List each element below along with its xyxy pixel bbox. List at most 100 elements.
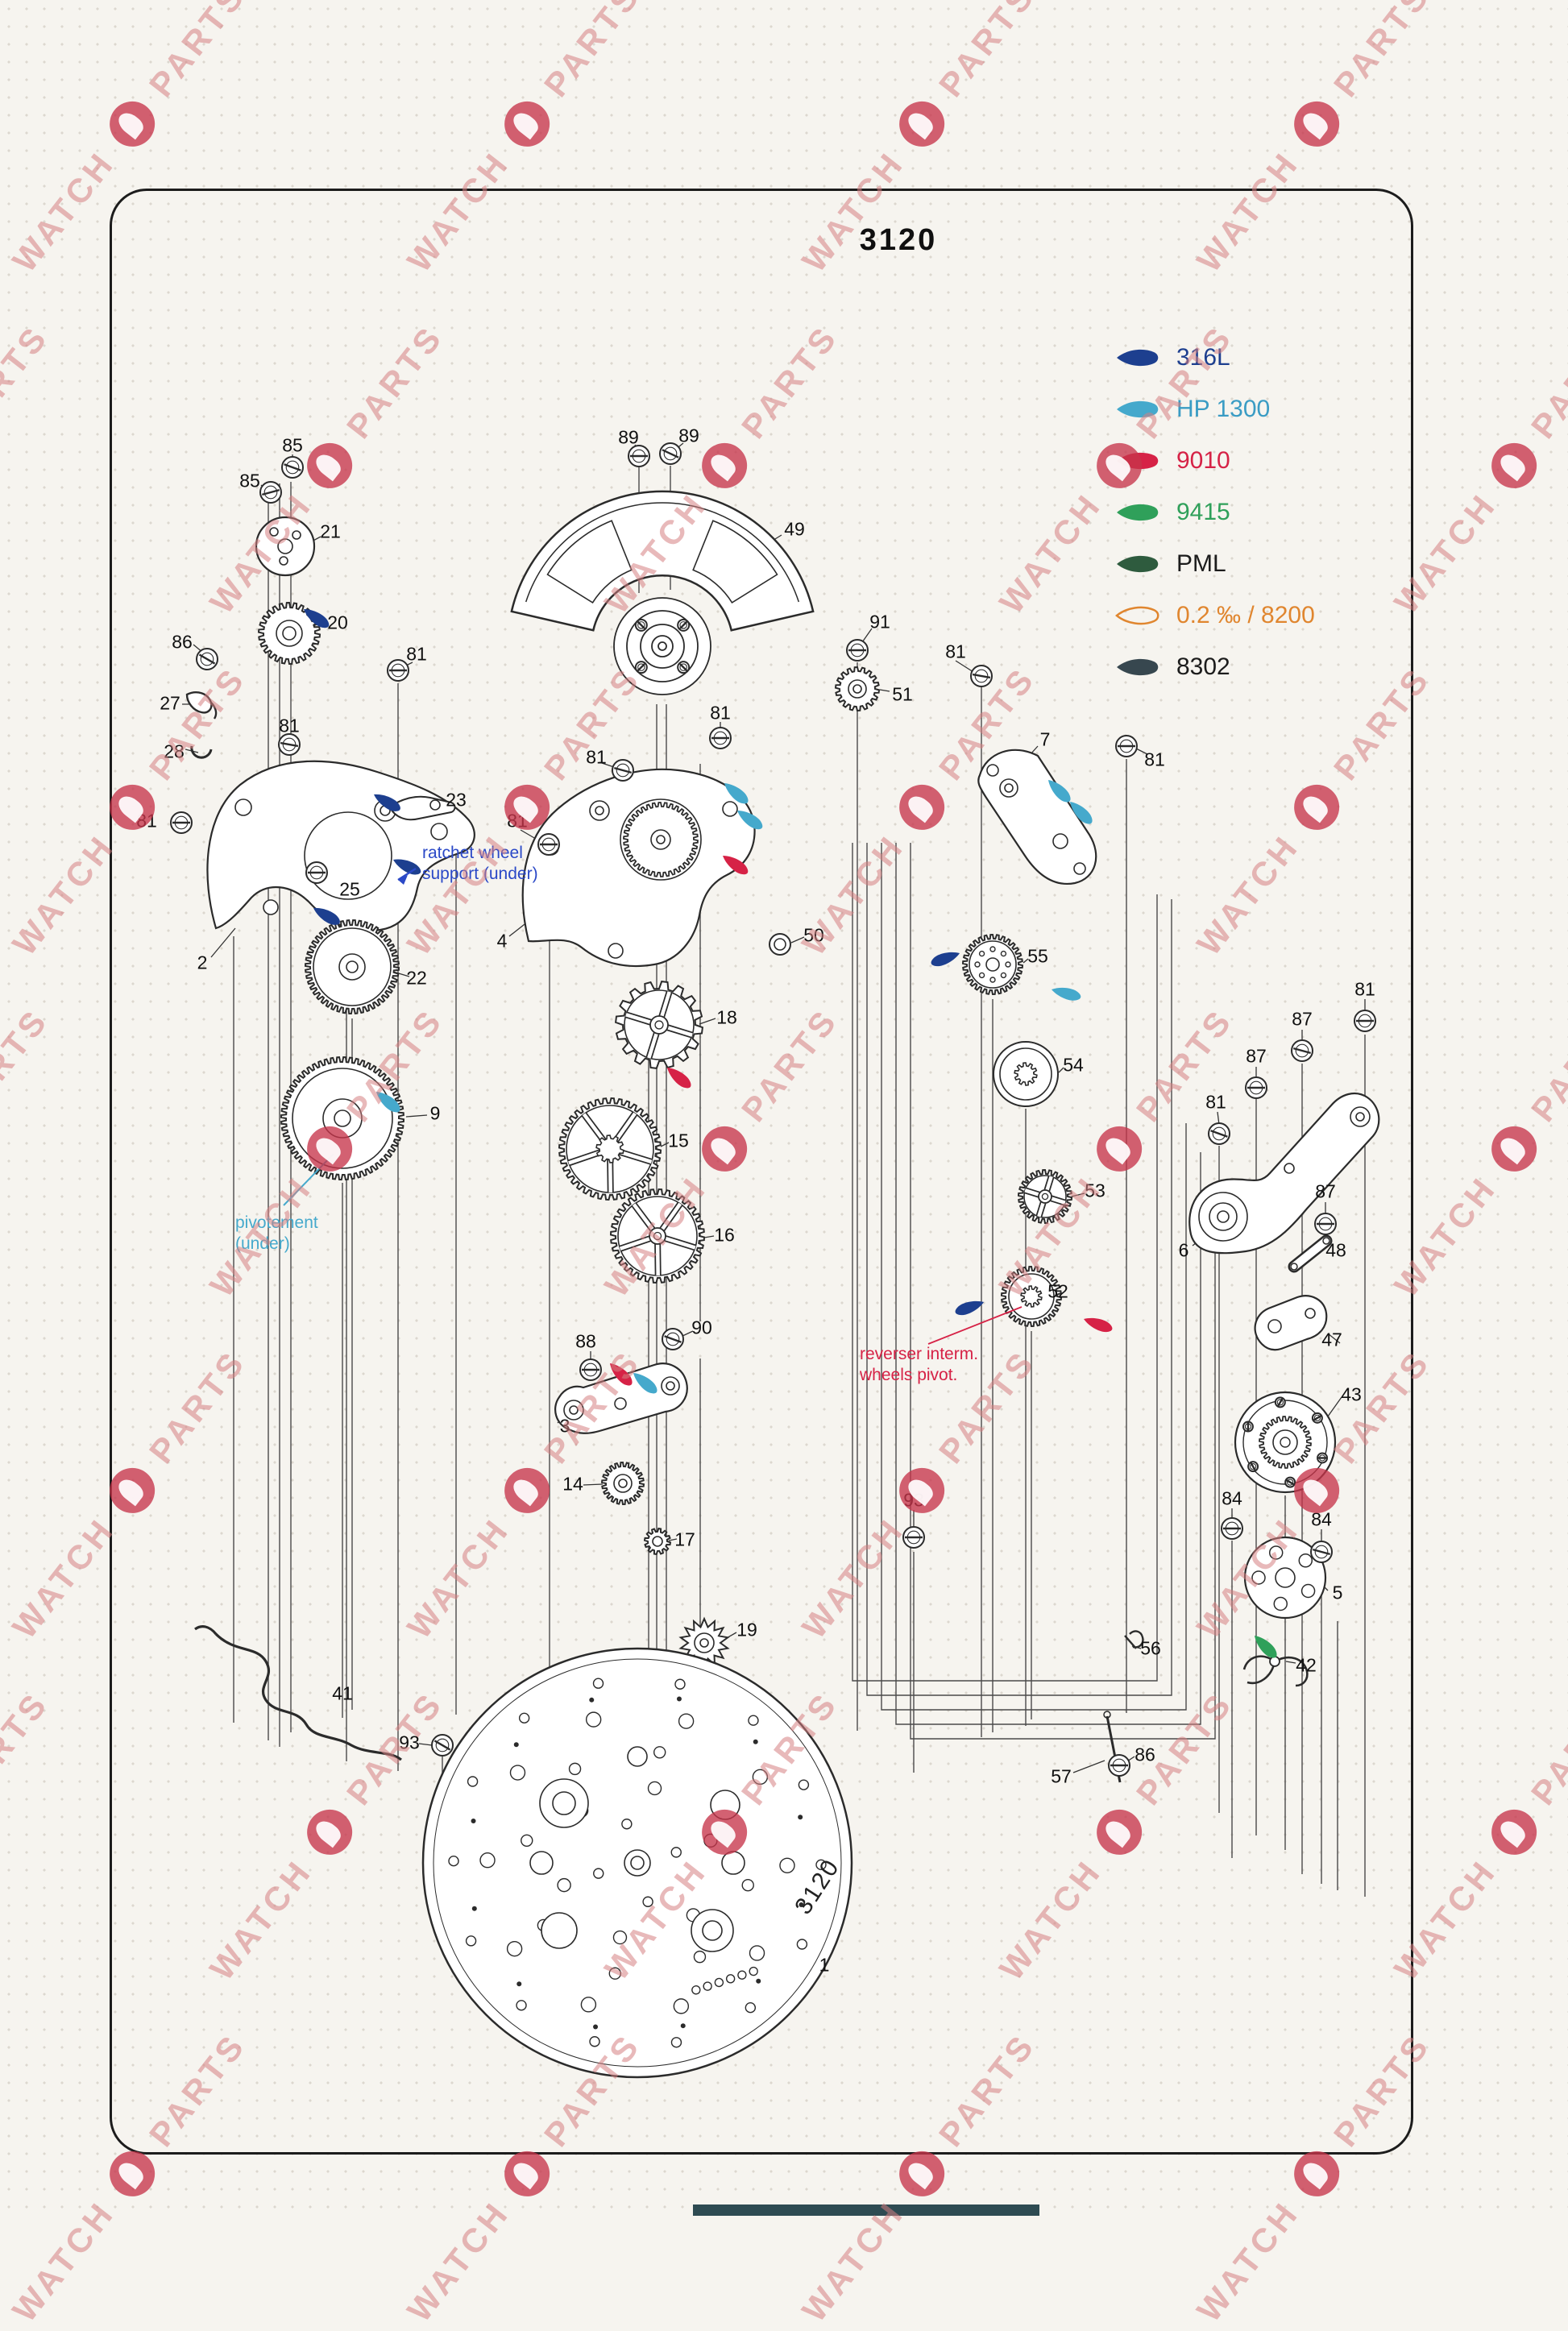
part-label-28: 28 [164, 740, 185, 762]
screw [1245, 1076, 1267, 1099]
reverser-wheel-55 [961, 933, 1024, 996]
balance-bridge-6 [1188, 1092, 1380, 1255]
lubrication-drop-icon [610, 1363, 633, 1386]
legend-drop-icon [1117, 658, 1159, 676]
annotation-1: pivotement (under) [235, 1213, 318, 1254]
part-label-86: 86 [172, 631, 193, 653]
part-label-14: 14 [562, 1473, 583, 1495]
lubrication-drop-icon [1084, 1317, 1113, 1333]
lubrication-drop-icon [724, 783, 749, 804]
part-label-81: 81 [586, 746, 607, 768]
part-label-3: 3 [559, 1415, 570, 1437]
screw [677, 618, 691, 632]
legend-item-8302: 8302 [1115, 641, 1315, 693]
part-label-87: 87 [1292, 1008, 1313, 1030]
screw [1310, 1541, 1333, 1563]
wheel-51 [834, 666, 881, 712]
part-label-93: 93 [903, 1489, 924, 1511]
part-label-55: 55 [1027, 945, 1048, 967]
legend-drop-icon [1117, 400, 1159, 418]
part-label-27: 27 [160, 692, 180, 714]
framework-plate-5 [1243, 1536, 1327, 1620]
clip-28 [190, 745, 213, 759]
part-label-84: 84 [1222, 1487, 1242, 1509]
part-label-43: 43 [1341, 1383, 1362, 1405]
part-label-18: 18 [716, 1006, 737, 1028]
screw [196, 648, 218, 670]
part-56 [1124, 1630, 1144, 1649]
intermediate-bridge-3 [554, 1363, 688, 1434]
page-title: 3120 [859, 223, 938, 257]
lubrication-drop-icon [313, 907, 340, 925]
legend-label: 9010 [1176, 447, 1230, 474]
screw [259, 481, 282, 504]
part-label-81: 81 [406, 643, 427, 665]
lubrication-drop-icon [374, 794, 400, 811]
main-plate-1: 3120 [421, 1647, 853, 2079]
lubrication-drop-icon [955, 1300, 984, 1316]
part-label-81: 81 [1144, 749, 1165, 770]
lubrication-drop-icon [737, 811, 763, 830]
part-label-85: 85 [239, 470, 260, 492]
screw [305, 861, 328, 884]
bridge-7 [977, 749, 1097, 886]
part-label-25: 25 [339, 878, 360, 900]
part-label-93: 93 [399, 1732, 420, 1753]
wheel-15 [558, 1097, 662, 1201]
screw [1354, 1010, 1376, 1032]
screw [634, 618, 648, 632]
screw [662, 1328, 684, 1350]
legend-drop-icon [1117, 452, 1159, 470]
legend-drop-icon [1117, 349, 1159, 367]
pinion-17 [643, 1527, 672, 1556]
screw [628, 445, 650, 467]
wheel-53 [1017, 1168, 1073, 1225]
wheel-54 [993, 1041, 1059, 1107]
legend-label: 8302 [1176, 653, 1230, 680]
screw [1242, 1421, 1254, 1433]
lubrication-drop-icon [667, 1068, 691, 1089]
part-label-54: 54 [1063, 1054, 1084, 1076]
part-label-15: 15 [668, 1130, 689, 1151]
plate-47 [1254, 1295, 1328, 1351]
part-label-57: 57 [1051, 1765, 1072, 1787]
ratchet-wheel-20 [257, 601, 321, 666]
part-label-87: 87 [1246, 1045, 1267, 1067]
part-label-81: 81 [945, 641, 966, 662]
part-label-81: 81 [1205, 1091, 1226, 1113]
lubrication-drop-icon [1255, 1636, 1277, 1658]
screw [537, 833, 560, 856]
part-label-20: 20 [327, 612, 348, 633]
part-label-81: 81 [710, 702, 731, 724]
wheel-16 [609, 1188, 706, 1284]
legend-label: 9415 [1176, 499, 1230, 525]
part-label-88: 88 [575, 1330, 596, 1352]
small-parts [185, 691, 1333, 1783]
legend-item-9010: 9010 [1115, 435, 1315, 487]
screw [846, 639, 869, 662]
part-label-48: 48 [1325, 1239, 1346, 1261]
screw [1274, 1396, 1286, 1408]
part-label-86: 86 [1135, 1744, 1155, 1765]
screw [278, 733, 301, 756]
legend-item-pml: PML [1115, 538, 1315, 590]
part-label-81: 81 [507, 810, 528, 832]
part-label-4: 4 [496, 930, 508, 952]
part-label-42: 42 [1296, 1654, 1317, 1676]
page-border [110, 189, 1413, 2155]
screw [387, 659, 409, 682]
part-label-17: 17 [674, 1528, 695, 1550]
legend-item-hp-1300: HP 1300 [1115, 384, 1315, 435]
part-label-90: 90 [691, 1317, 712, 1338]
lubrication-drop-icon [304, 609, 330, 628]
screw [170, 811, 193, 834]
part-label-19: 19 [736, 1619, 757, 1640]
legend-label: 316L [1176, 344, 1230, 371]
part-label-91: 91 [869, 611, 890, 633]
barrel-9 [280, 1056, 405, 1181]
part-label-16: 16 [714, 1224, 735, 1246]
legend-drop-icon [1115, 606, 1159, 625]
part-label-52: 52 [1047, 1280, 1068, 1302]
screw [1208, 1122, 1230, 1145]
screw [1115, 735, 1138, 757]
